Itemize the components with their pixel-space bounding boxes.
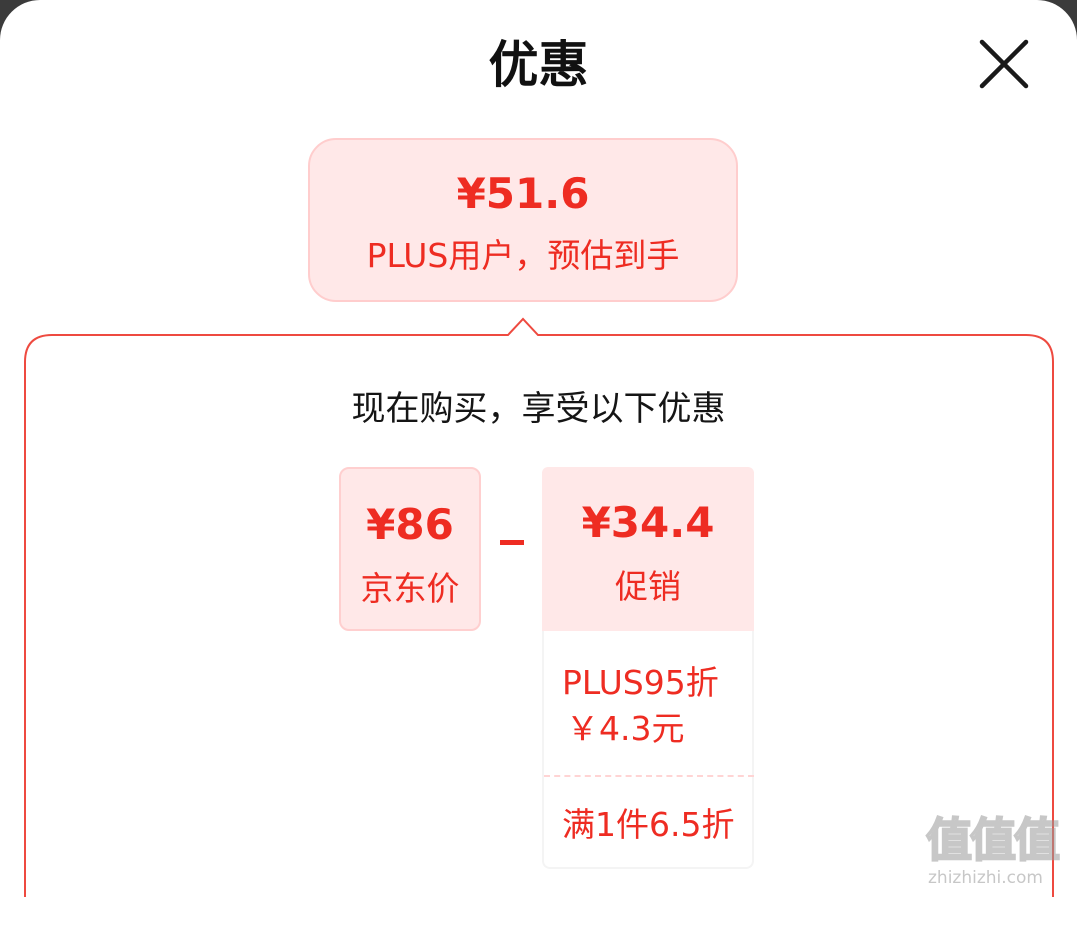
- promotion-list: PLUS95折 ￥4.3元 满1件6.5折: [542, 631, 754, 869]
- close-icon: [979, 39, 1029, 89]
- discount-detail-card: [24, 317, 1054, 897]
- promotion-box: ¥34.4 促销: [542, 467, 754, 631]
- jd-price-box: ¥86 京东价: [339, 467, 481, 631]
- estimated-price: ¥51.6: [456, 169, 590, 218]
- estimated-price-label: PLUS用户，预估到手: [366, 236, 680, 275]
- promotion-label: 促销: [615, 567, 681, 606]
- watermark-logo: 值值值: [925, 812, 1061, 868]
- dashed-divider: [544, 775, 754, 777]
- list-item: 满1件6.5折: [562, 805, 735, 844]
- watermark-text: zhizhizhi.com: [928, 868, 1043, 888]
- jd-price-value: ¥86: [366, 500, 454, 549]
- watermark: 值值值 zhizhizhi.com: [925, 812, 1066, 892]
- jd-price-label: 京东价: [360, 569, 460, 608]
- discount-section-heading: 现在购买，享受以下优惠: [351, 389, 726, 429]
- close-button[interactable]: [976, 36, 1032, 92]
- estimated-price-bubble: ¥51.6 PLUS用户，预估到手: [308, 138, 738, 302]
- card-outline: [24, 317, 1054, 897]
- minus-operator: [500, 540, 524, 545]
- promotion-value: ¥34.4: [581, 498, 715, 547]
- sheet-title: 优惠: [488, 36, 589, 94]
- list-item: PLUS95折: [562, 663, 719, 702]
- list-item-amount: ￥4.3元: [566, 709, 685, 748]
